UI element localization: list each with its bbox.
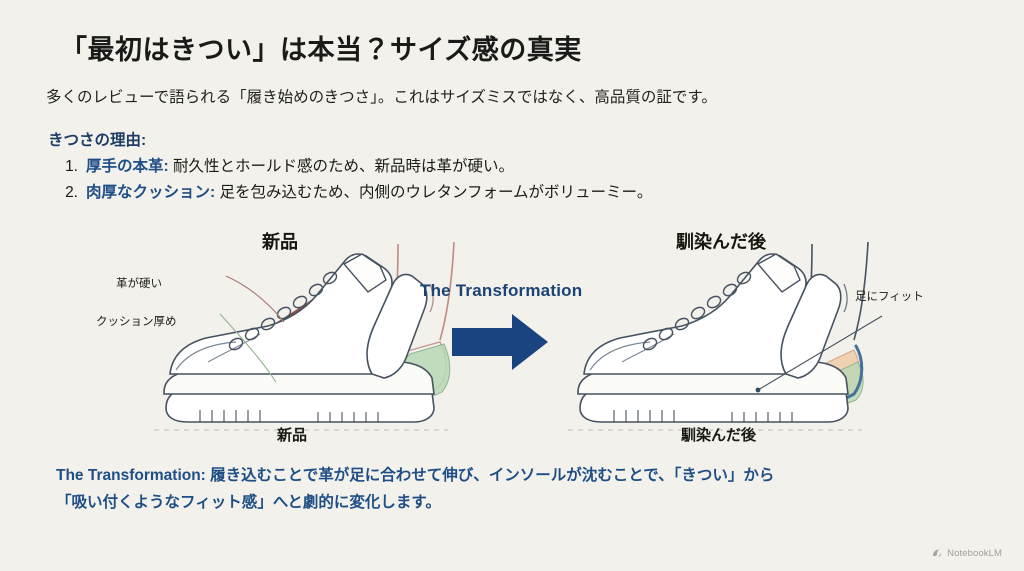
summary-body: 履き込むことで革が足に合わせて伸び、インソールが沈むことで、「きつい」から — [205, 467, 775, 484]
list-item-number: 1. — [65, 158, 78, 175]
shoe-new-group — [153, 241, 455, 431]
notebooklm-icon — [933, 549, 942, 557]
annotation-leather-stiff: 革が硬い — [116, 278, 162, 290]
summary-line-1: The Transformation: 履き込むことで革が足に合わせて伸び、イン… — [56, 462, 976, 489]
watermark: NotebookLM — [931, 547, 1002, 559]
illustration-heading-new: 新品 — [262, 232, 298, 252]
illustration-heading-worn: 馴染んだ後 — [676, 232, 766, 252]
page-title: 「最初はきつい」は本当？サイズ感の真実 — [60, 35, 582, 65]
shoe-worn-group — [567, 241, 883, 431]
summary-label: The Transformation: — [56, 467, 206, 484]
annotation-foot-fit: 足にフィット — [855, 291, 924, 303]
transformation-arrow — [452, 314, 548, 370]
illustration-caption-worn: 馴染んだ後 — [681, 427, 757, 444]
summary-block: The Transformation: 履き込むことで革が足に合わせて伸び、イン… — [56, 462, 976, 516]
list-item-term: 肉厚なクッション: — [86, 183, 216, 201]
watermark-label: NotebookLM — [947, 547, 1002, 559]
list-item-term: 厚手の本革: — [86, 158, 169, 175]
shoe-diagram-svg — [153, 241, 883, 431]
list-item-number: 2. — [65, 183, 78, 201]
list-item-body: 足を包み込むため、内側のウレタンフォームがボリューミー。 — [215, 183, 653, 201]
summary-line-2: 「吸い付くようなフィット感」へと劇的に変化します。 — [56, 494, 441, 512]
shoe-comparison-illustration — [100, 218, 924, 450]
illustration-caption-new: 新品 — [277, 427, 308, 444]
list-item: 2. 肉厚なクッション: 足を包み込むため、内側のウレタンフォームがボリューミー… — [48, 180, 928, 206]
reasons-block: きつさの理由: 1. 厚手の本革: 耐久性とホールド感のため、新品時は革が硬い。… — [48, 128, 928, 205]
page-subtitle: 多くのレビューで語られる「履き始めのきつさ」。これはサイズミスではなく、高品質の… — [46, 89, 717, 106]
reasons-heading: きつさの理由: — [48, 132, 147, 149]
transformation-label: The Transformation — [420, 281, 583, 300]
annotation-cushion-thick: クッション厚め — [96, 316, 177, 328]
list-item-body: 耐久性とホールド感のため、新品時は革が硬い。 — [168, 158, 514, 175]
reasons-list: 1. 厚手の本革: 耐久性とホールド感のため、新品時は革が硬い。 2. 肉厚なク… — [48, 154, 928, 205]
list-item: 1. 厚手の本革: 耐久性とホールド感のため、新品時は革が硬い。 — [48, 154, 928, 180]
